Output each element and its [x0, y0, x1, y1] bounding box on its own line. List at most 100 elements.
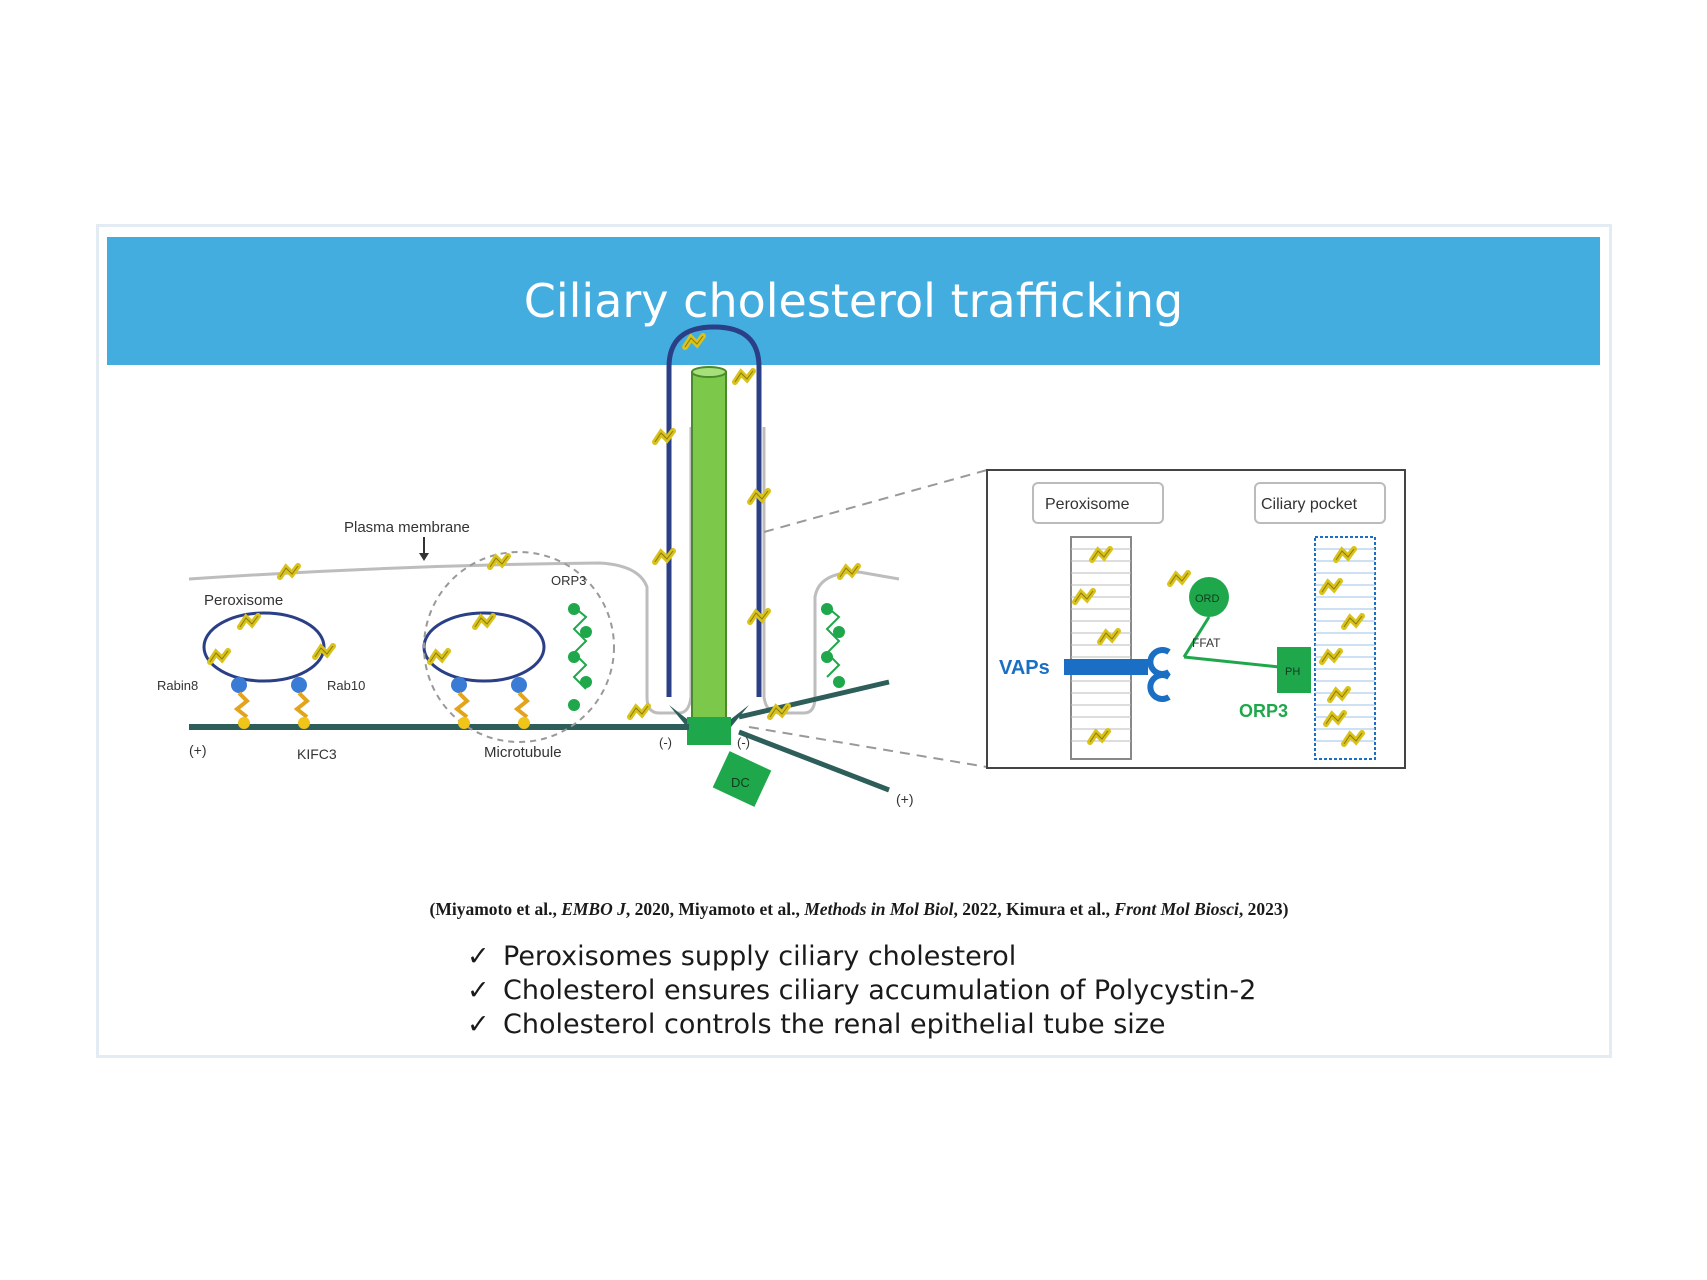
daughter-centriole	[712, 751, 772, 807]
finding-text: Cholesterol ensures ciliary accumulation…	[503, 975, 1257, 1006]
microtubule-ray-1	[738, 679, 890, 720]
finding-item: ✓ Cholesterol controls the renal epitheli…	[467, 1008, 1256, 1042]
cholesterol-icon	[315, 646, 333, 657]
cholesterol-icon	[240, 616, 258, 627]
orp3-linker	[1182, 616, 1211, 658]
kifc3-left-2	[293, 691, 310, 719]
orp3-bead	[580, 676, 592, 688]
key-findings-list: ✓Peroxisomes supply ciliary cholesterol …	[467, 940, 1256, 1042]
title-banner: Ciliary cholesterol trafficking	[107, 237, 1600, 365]
finding-item: ✓ Peroxisomes supply ciliary cholesterol	[467, 940, 1256, 974]
cilium-axoneme	[691, 371, 727, 723]
slide-frame: Ciliary cholesterol trafficking Plasma m…	[96, 224, 1612, 1058]
motor-head-left-2	[298, 717, 310, 729]
minus-end-left: (-)	[659, 735, 672, 750]
inset-peroxisome-header: Peroxisome	[1045, 496, 1130, 513]
cholesterol-trafficking-diagram: Plasma membrane DC Microtubule (+) (+) (…	[157, 324, 1406, 807]
check-icon: ✓	[467, 975, 490, 1006]
vaps-bar	[1064, 659, 1148, 675]
axoneme-tip	[691, 366, 727, 378]
check-icon: ✓	[467, 941, 490, 972]
rab10-right	[511, 677, 527, 693]
kifc3-left-1	[233, 691, 250, 719]
finding-text: Peroxisomes supply ciliary cholesterol	[503, 941, 1017, 972]
zoom-line-top	[763, 469, 988, 533]
ffat-label: FFAT	[1192, 636, 1221, 650]
peroxisome-bilayer	[1070, 536, 1132, 760]
minus-end-right: (-)	[737, 735, 750, 750]
plus-end-left: (+)	[189, 742, 207, 758]
microtubule-ray-2	[738, 729, 890, 793]
citation-authors-3: Kimura et al.,	[1006, 899, 1115, 919]
rab8-right	[451, 677, 467, 693]
rab10-label: Rab10	[327, 678, 365, 693]
vaps-label: VAPs	[999, 657, 1050, 679]
citation-journal-3: Front Mol Biosci	[1114, 899, 1239, 919]
cholesterol-icon	[475, 616, 493, 627]
orp3-bead	[833, 676, 845, 688]
check-icon: ✓	[467, 1009, 490, 1040]
orp3-ord-label: ORD	[1195, 593, 1220, 605]
kifc3-right-2	[513, 691, 530, 719]
cholesterol-icon	[685, 336, 703, 347]
slide-title: Ciliary cholesterol trafficking	[523, 274, 1184, 328]
orp3-bead	[568, 699, 580, 711]
inset-pocket-header-box	[1254, 482, 1386, 524]
plus-end-right: (+)	[896, 791, 914, 807]
contact-site-zoom	[423, 551, 615, 743]
peroxisome-left-label: Peroxisome	[204, 592, 283, 609]
cholesterol-icon	[630, 706, 648, 717]
orp3-ph-domain	[1277, 647, 1311, 693]
orp3-chain-left	[572, 606, 588, 690]
orp3-linker-2	[1183, 655, 1280, 669]
ph-label: PH	[1285, 666, 1300, 678]
orp3-label-main: ORP3	[551, 573, 586, 588]
motor-head-right-1	[458, 717, 470, 729]
ciliary-pocket-bilayer	[1314, 536, 1376, 760]
dc-label: DC	[731, 775, 750, 790]
citation-journal-2: Methods in Mol Biol	[804, 899, 954, 919]
orp3-inset-label: ORP3	[1239, 701, 1288, 721]
orp3-bead	[821, 603, 833, 615]
finding-item: ✓ Cholesterol ensures ciliary accumulatio…	[467, 974, 1256, 1008]
basal-body	[687, 717, 731, 745]
transition-fibers	[669, 705, 687, 727]
finding-text: Cholesterol controls the renal epithelia…	[503, 1009, 1166, 1040]
citation-journal-1: EMBO J	[561, 899, 626, 919]
cholesterol-icon	[280, 566, 298, 577]
citation-year-2: , 2022,	[953, 899, 1007, 919]
zoom-line-bottom	[748, 726, 988, 768]
plasma-membrane-label: Plasma membrane	[344, 519, 470, 536]
orp3-bead	[821, 651, 833, 663]
vap-msp-domain-2	[1147, 672, 1171, 702]
ciliary-membrane	[666, 324, 762, 697]
orp3-bead	[568, 651, 580, 663]
orp3-bead	[568, 603, 580, 615]
cholesterol-icon	[840, 566, 858, 577]
orp3-bead	[833, 626, 845, 638]
microtubule-label: Microtubule	[484, 744, 562, 761]
cholesterol-icon	[210, 651, 228, 662]
rab10-left	[291, 677, 307, 693]
orp3-bead	[580, 626, 592, 638]
citation-authors-2: Miyamoto et al.,	[678, 899, 805, 919]
plasma-membrane-right	[762, 427, 900, 715]
citation-year-1: , 2020,	[625, 899, 679, 919]
orp3-ord-domain	[1189, 577, 1229, 617]
cholesterol-icon	[735, 371, 753, 382]
rab8-left	[231, 677, 247, 693]
motor-head-left-1	[238, 717, 250, 729]
rab8-label: Rabin8	[157, 678, 198, 693]
plasma-membrane-pointer-head	[419, 553, 429, 561]
citation-line: (Miyamoto et al., EMBO J, 2020, Miyamoto…	[269, 899, 1449, 920]
peroxisome-left	[202, 611, 326, 683]
citation-authors-1: (Miyamoto et al.,	[429, 899, 562, 919]
orp3-chain-right	[825, 606, 841, 678]
cholesterol-icon	[430, 651, 448, 662]
cholesterol-icon	[770, 706, 788, 717]
inset-pocket-header: Ciliary pocket	[1261, 496, 1358, 513]
kifc3-right-1	[453, 691, 470, 719]
kifc3-label: KIFC3	[297, 746, 337, 762]
citation-year-3: , 2023)	[1238, 899, 1289, 919]
motor-head-right-2	[518, 717, 530, 729]
